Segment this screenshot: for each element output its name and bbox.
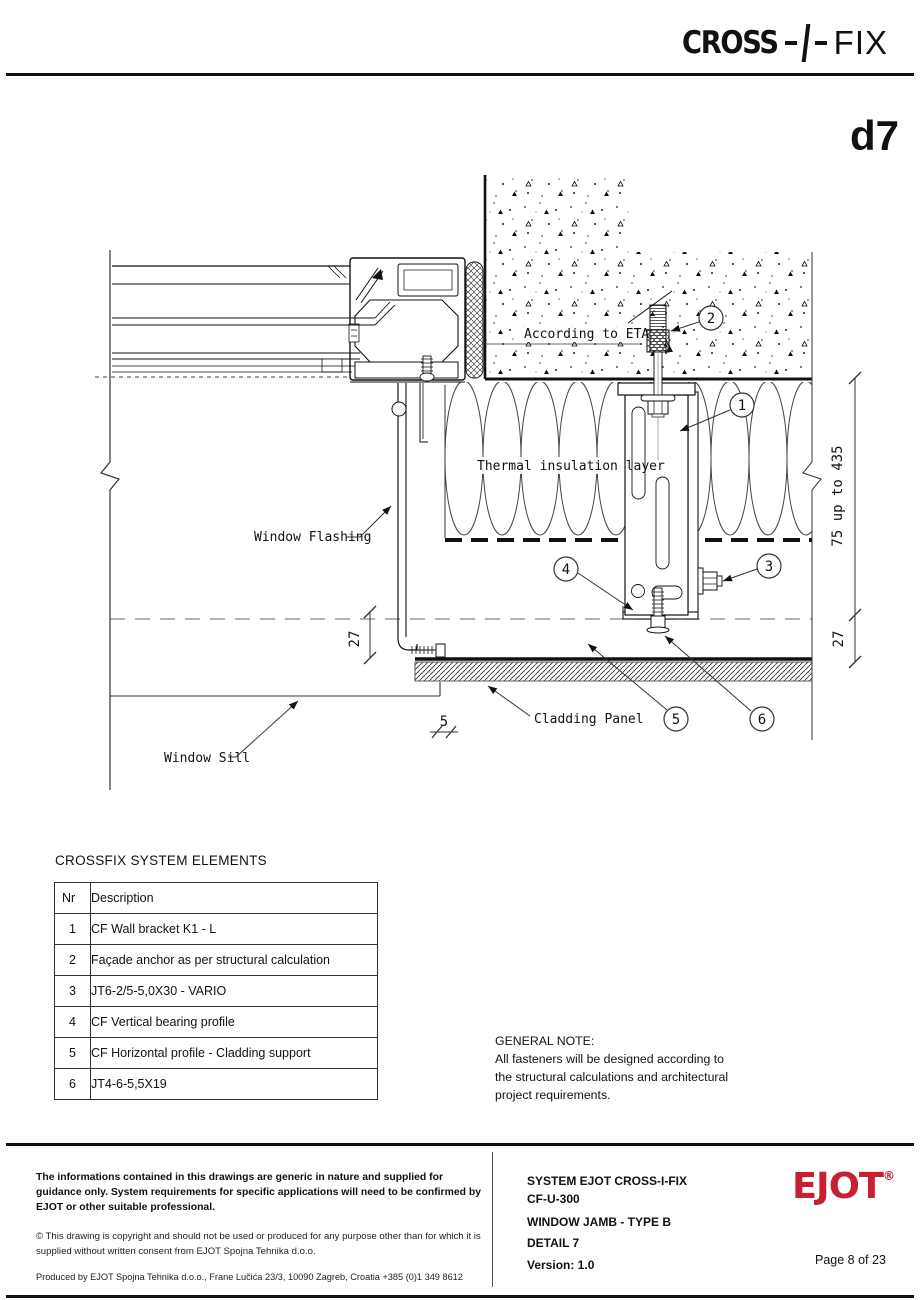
svg-text:2: 2	[707, 311, 715, 327]
svg-text:6: 6	[758, 712, 766, 728]
dimension-left: 27	[347, 605, 377, 665]
dim-vertical-range: 75 up to 435	[830, 445, 846, 546]
vario-bolt	[697, 567, 723, 595]
label-according-to-eta: According to ETA	[524, 327, 649, 342]
label-window-sill: Window Sill	[164, 751, 250, 766]
crossfix-logo: CROSS FIX	[669, 24, 888, 62]
label-window-flashing: Window Flashing	[254, 530, 371, 545]
table-row: 2 Façade anchor as per structural calcul…	[54, 944, 378, 976]
general-note-title: GENERAL NOTE:	[495, 1034, 595, 1048]
sill-fixing-screw	[408, 643, 446, 658]
svg-text:5: 5	[672, 712, 680, 728]
window-flashing	[391, 383, 446, 658]
label-thermal-insulation: Thermal insulation layer	[477, 459, 665, 474]
header-rule	[6, 73, 914, 76]
self-drilling-screw	[646, 587, 670, 634]
dim-left-offset: 27	[347, 631, 363, 648]
cladding-panel	[414, 657, 813, 682]
joint-sealing-strip	[465, 261, 484, 379]
col-header-nr: Nr	[54, 882, 91, 914]
general-note-line: the structural calculations and architec…	[495, 1070, 729, 1084]
elements-table-title: CROSSFIX SYSTEM ELEMENTS	[55, 853, 267, 868]
logo-cross-text: CROSS	[681, 25, 779, 61]
callout-5	[663, 706, 689, 732]
window-sill-line	[110, 682, 441, 697]
system-code: CF-U-300	[527, 1192, 580, 1206]
dimension-gap: 5	[430, 714, 458, 739]
footer-disclaimer: The informations contained in this drawi…	[36, 1172, 481, 1213]
general-note-line: project requirements.	[495, 1088, 611, 1102]
wall-bracket	[617, 382, 696, 616]
svg-text:4: 4	[562, 562, 570, 578]
logo-bar-icon	[801, 24, 810, 62]
label-cladding-panel: Cladding Panel	[534, 712, 644, 727]
registered-mark: ®	[882, 1169, 896, 1183]
technical-drawing: 75 up to 435 27 27 5 According to ETA Th…	[95, 175, 862, 790]
logo-fix-text: FIX	[833, 24, 888, 61]
frame-fixing-screw	[419, 355, 435, 382]
footer-rule	[6, 1143, 914, 1146]
logo-dash-icon	[784, 41, 797, 45]
callout-6	[749, 706, 775, 732]
general-note: GENERAL NOTE: All fasteners will be desi…	[495, 1032, 755, 1104]
elements-table: Nr Description 1 CF Wall bracket K1 - L …	[54, 882, 378, 1100]
callout-2	[698, 305, 724, 331]
detail-code: d7	[850, 112, 900, 159]
dim-right-offset: 27	[831, 631, 847, 648]
callout-4	[553, 556, 579, 582]
bottom-rule	[6, 1295, 914, 1298]
window-sash	[95, 265, 465, 383]
table-row: 4 CF Vertical bearing profile	[54, 1006, 378, 1038]
footer-divider	[492, 1152, 493, 1287]
facade-anchor	[627, 290, 676, 460]
bracket-assembly	[617, 290, 723, 634]
drawing-labels: According to ETA Thermal insulation laye…	[164, 325, 665, 766]
callouts: 1 2 3 4 5 6	[553, 305, 782, 732]
dim-gap: 5	[440, 714, 448, 730]
page-number: Page 8 of 23	[815, 1253, 886, 1267]
svg-text:3: 3	[765, 559, 773, 575]
facade-outer-line	[802, 252, 822, 740]
detail-number: DETAIL 7	[527, 1236, 580, 1250]
version-label: Version: 1.0	[527, 1258, 595, 1272]
drawing-title: WINDOW JAMB - TYPE B	[527, 1215, 671, 1229]
col-header-description: Description	[90, 882, 378, 914]
table-row: 3 JT6-2/5-5,0X30 - VARIO	[54, 975, 378, 1007]
footer-copyright: © This drawing is copyright and should n…	[36, 1231, 481, 1257]
table-row: 1 CF Wall bracket K1 - L	[54, 913, 378, 945]
table-header-row: Nr Description	[54, 882, 378, 914]
table-row: 6 JT4-6-5,5X19	[54, 1068, 378, 1100]
logo-dash-icon	[814, 41, 827, 45]
general-note-line: All fasteners will be designed according…	[495, 1052, 724, 1066]
footer-legal: The informations contained in this drawi…	[36, 1170, 488, 1291]
dimension-right: 75 up to 435 27	[830, 371, 862, 669]
interior-wall-line	[99, 250, 121, 790]
ejot-logo: EJOT®	[791, 1166, 896, 1207]
system-name: SYSTEM EJOT CROSS-I-FIX	[527, 1174, 688, 1188]
callout-3	[756, 553, 782, 579]
elements-table-section: CROSSFIX SYSTEM ELEMENTS Nr Description …	[54, 853, 380, 1100]
footer-produced-by: Produced by EJOT Spojna Tehnika d.o.o., …	[36, 1272, 463, 1282]
table-row: 5 CF Horizontal profile - Cladding suppo…	[54, 1037, 378, 1069]
callout-1	[729, 392, 755, 418]
window-frame-profile	[348, 257, 466, 382]
svg-text:1: 1	[738, 398, 746, 414]
